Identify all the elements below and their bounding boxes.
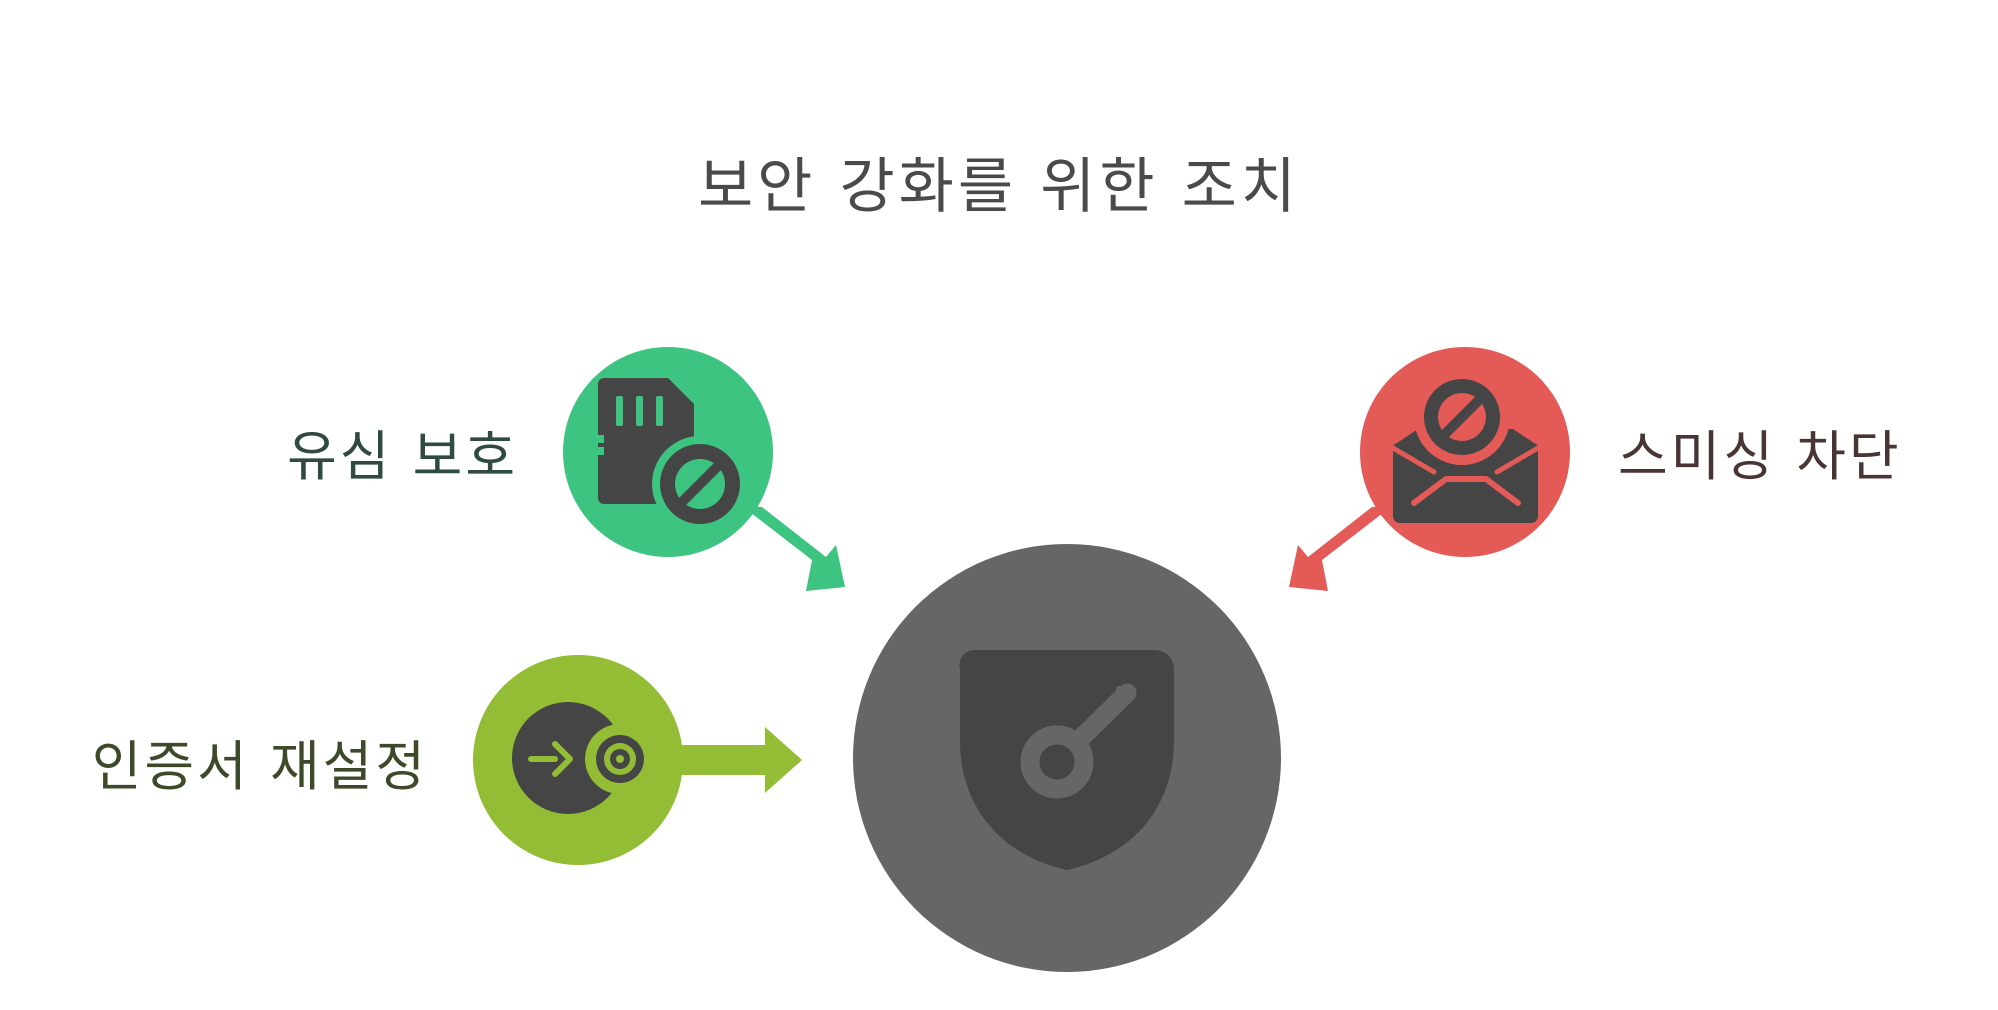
center-node <box>853 544 1281 972</box>
sim-protection-node <box>563 347 845 591</box>
envelope-blocked-icon <box>1390 369 1541 523</box>
cert-reset-label: 인증서 재설정 <box>91 735 428 798</box>
certificate-reset-icon <box>512 702 655 814</box>
diagram-title: 보안 강화를 위한 조치 <box>697 152 1301 222</box>
sim-protection-label: 유심 보호 <box>287 425 518 488</box>
cert-reset-node <box>473 655 802 865</box>
sim-card-blocked-icon <box>598 378 748 532</box>
smishing-block-node <box>1289 347 1570 591</box>
smishing-block-label: 스미싱 차단 <box>1618 425 1902 488</box>
shield-key-icon <box>959 649 1174 870</box>
